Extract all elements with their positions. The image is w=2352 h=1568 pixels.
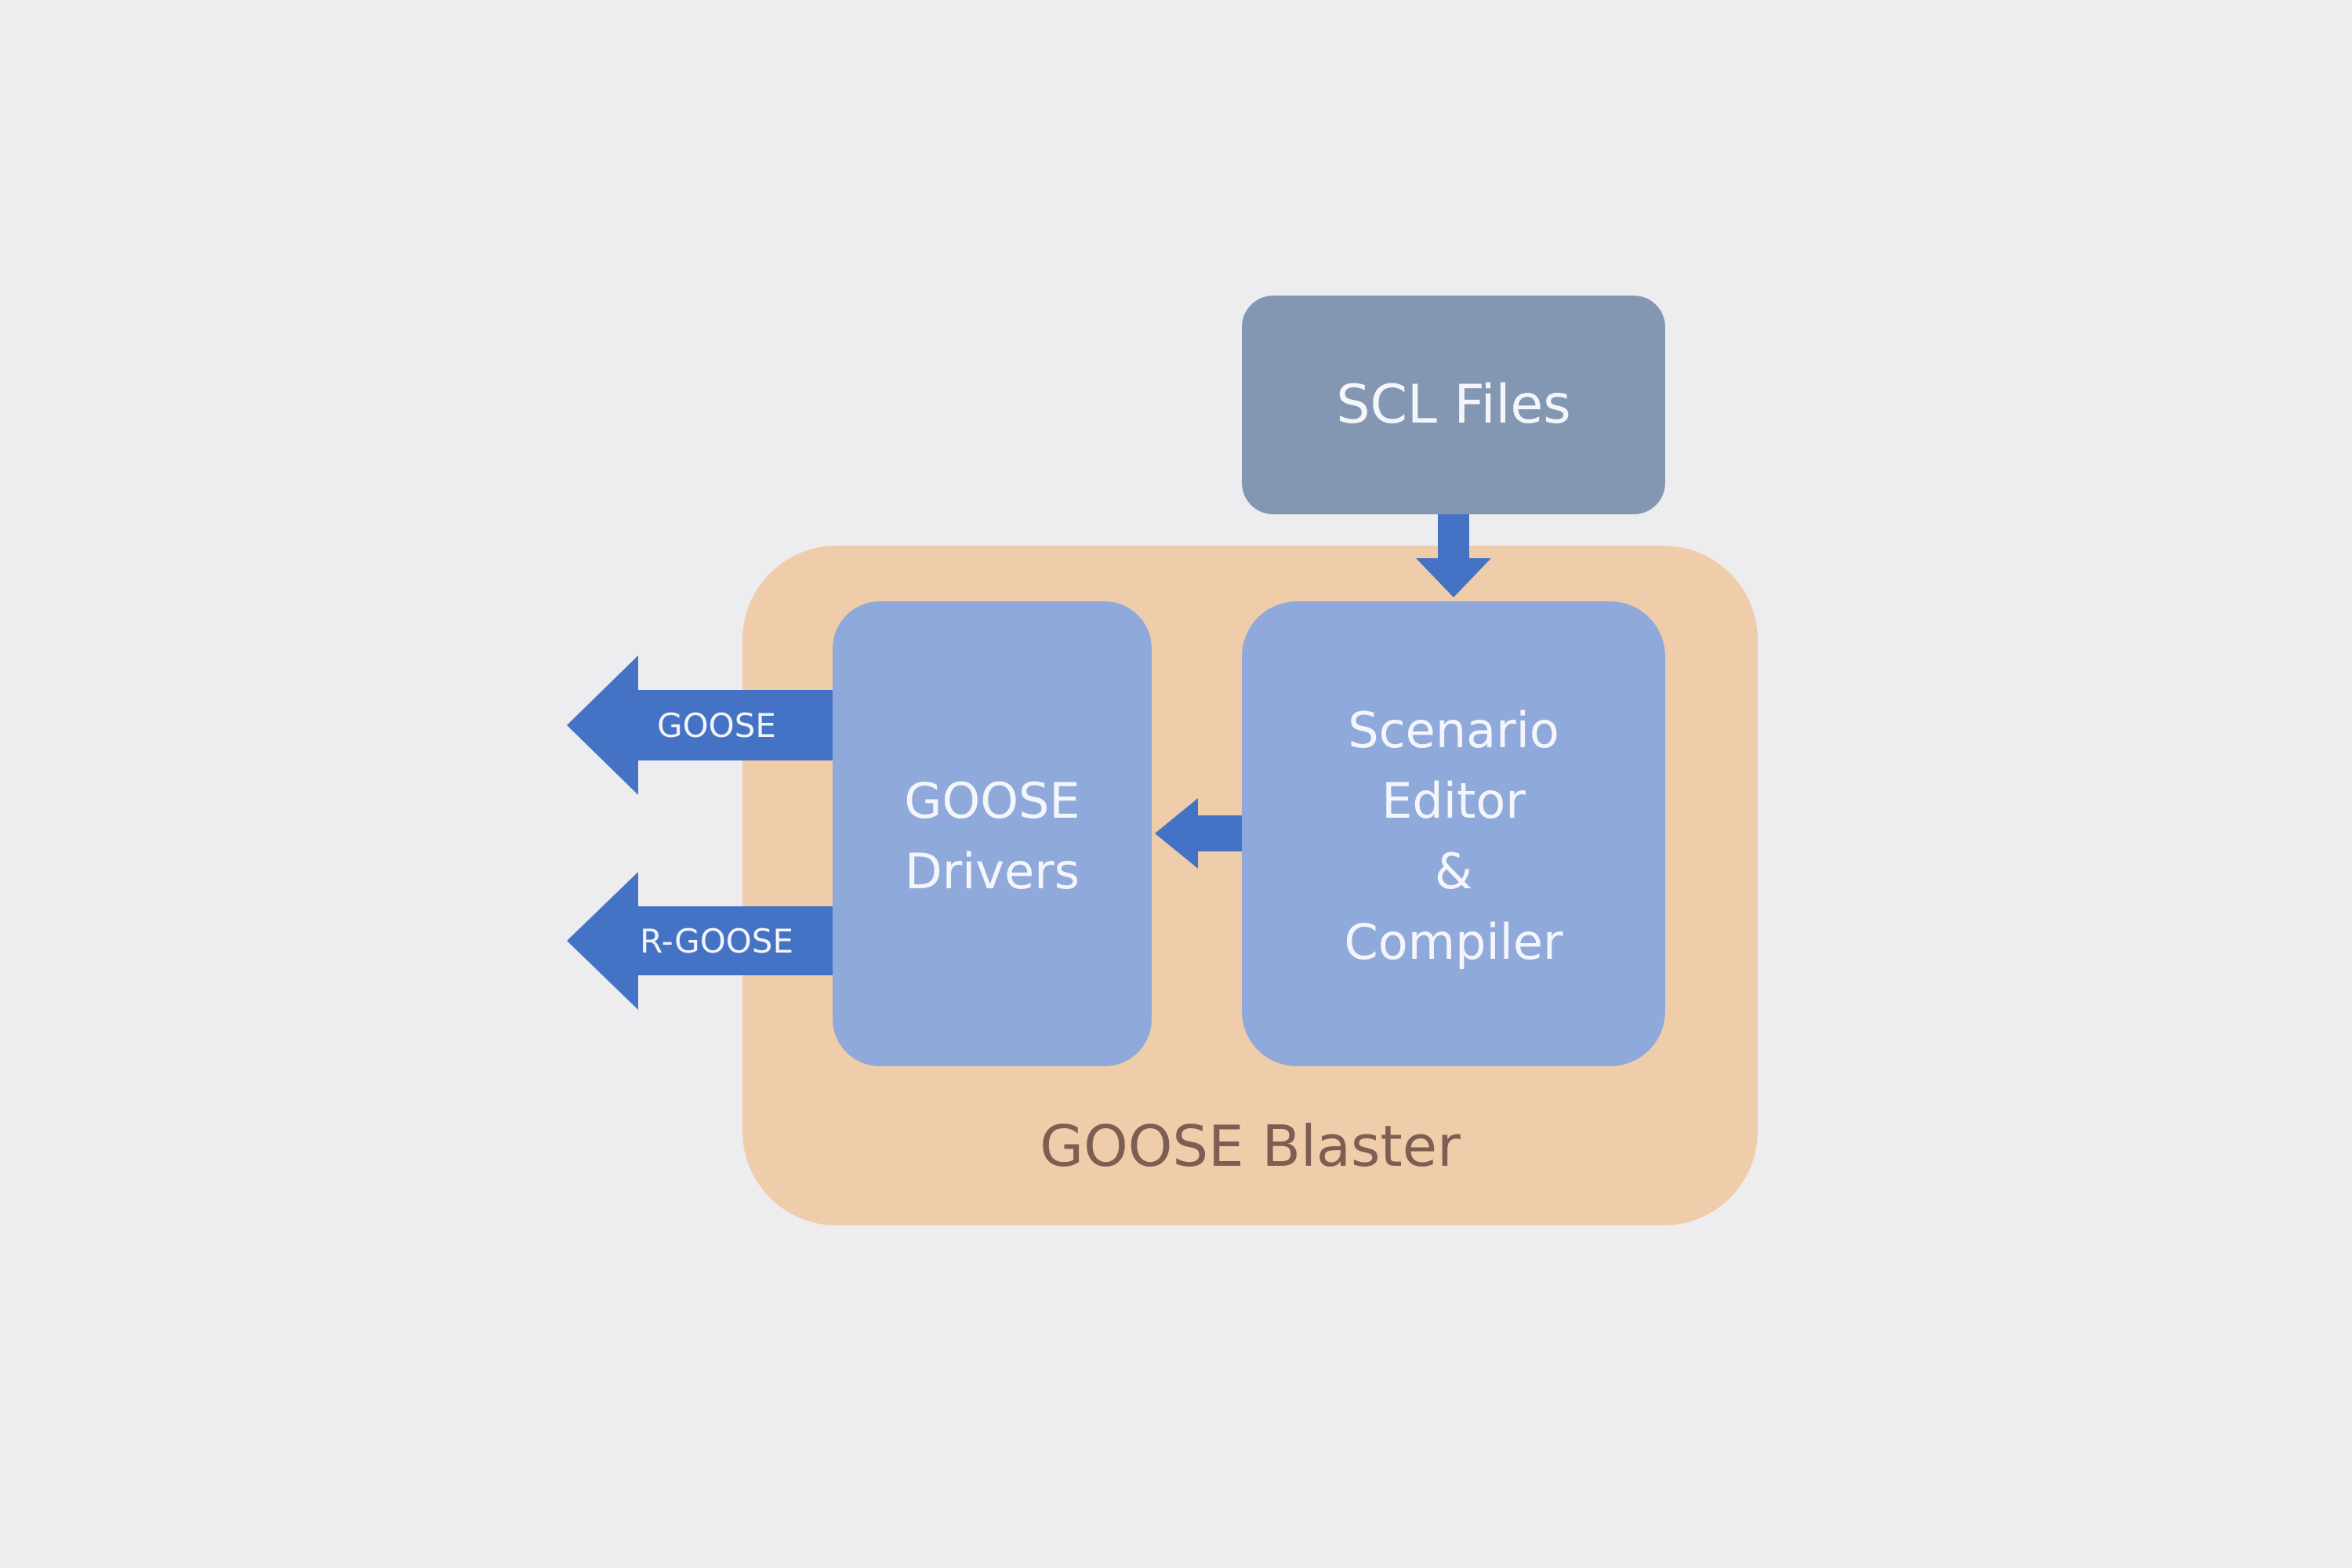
goose-output-label: GOOSE: [657, 706, 776, 745]
goose-blaster-label: GOOSE Blaster: [1040, 1113, 1461, 1179]
scenario-label-line-4: Compiler: [1344, 913, 1563, 971]
arrow-goose-output: [567, 655, 833, 795]
scenario-label-line-1: Scenario: [1348, 702, 1559, 759]
arrow-scl-to-scenario: [1416, 514, 1491, 597]
scl-files-label: SCL Files: [1336, 374, 1571, 436]
r-goose-output-label: R-GOOSE: [640, 922, 793, 960]
scl-files-box: SCL Files: [1242, 296, 1665, 514]
scenario-label-line-3: &: [1434, 843, 1473, 900]
scenario-editor-compiler-box: Scenario Editor & Compiler: [1242, 601, 1665, 1066]
scenario-label-line-2: Editor: [1381, 772, 1526, 829]
goose-drivers-label-line-1: GOOSE: [904, 772, 1080, 829]
goose-drivers-box: GOOSE Drivers: [833, 601, 1152, 1066]
arrow-scenario-to-drivers: [1155, 798, 1242, 869]
arrow-r-goose-output: [567, 872, 833, 1010]
goose-drivers-label-line-2: Drivers: [904, 843, 1080, 900]
